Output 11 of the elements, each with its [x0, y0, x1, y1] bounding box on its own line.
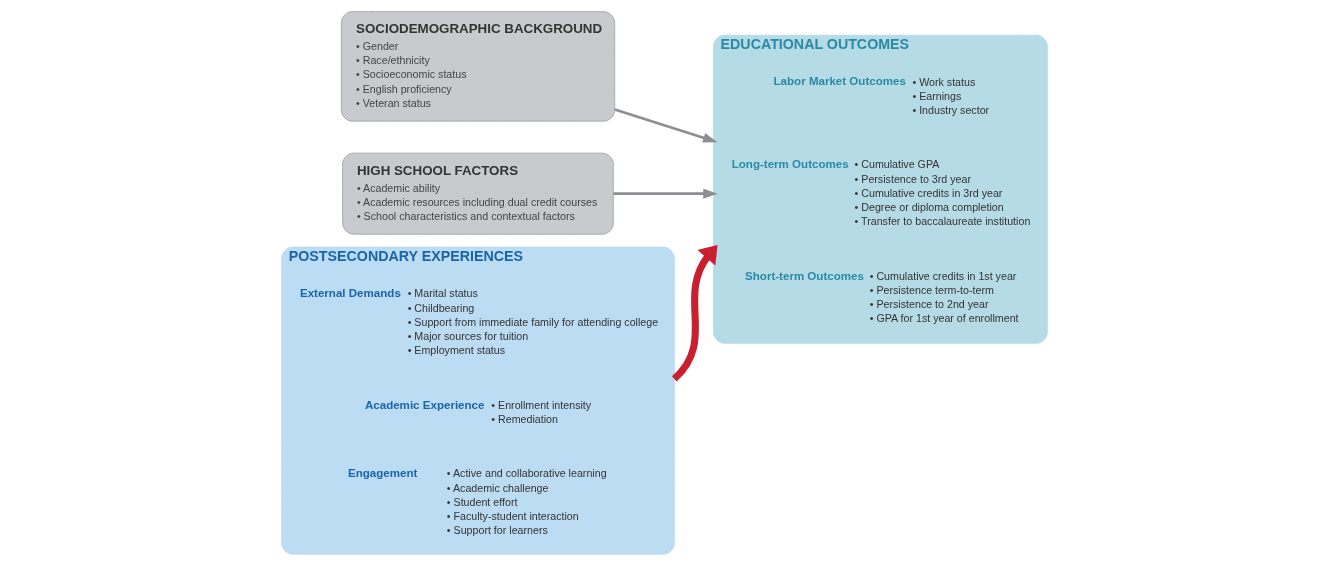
node-box: SOCIODEMOGRAPHIC BACKGROUND • Gender • Race/ethnicity • Socioeconomic status • English proficiency • Veteran status: [340, 11, 615, 122]
arrow: [612, 188, 717, 199]
arrow: [671, 245, 718, 382]
node-text: Engagement • Active and collaborative learning • Academic challenge • Student effort • Faculty-student interaction • Support for learners: [347, 467, 607, 537]
arrow: [613, 108, 717, 143]
node-text: Long-term Outcomes • Cumulative GPA • Persistence to 3rd year • Cumulative credits in 3rd year • Degree or diploma completion • Transfer to baccalaureate institution: [731, 158, 1030, 228]
node-box: HIGH SCHOOL FACTORS • Academic ability • Academic resources including dual credit courses • School characteristics and contextual factors: [341, 152, 614, 235]
node-text: Academic Experience • Enrollment intensity • Remediation: [364, 398, 591, 426]
node-text: External Demands • Marital status • Childbearing • Support from immediate family for attending college • Major sources for tuition • Employment status: [299, 287, 658, 357]
node-text: Labor Market Outcomes • Work status • Earnings • Industry sector: [773, 75, 989, 117]
node-text: Short-term Outcomes • Cumulative credits in 1st year • Persistence term-to-term • Persistence to 2nd year • GPA for 1st year of enrollment: [744, 269, 1019, 325]
